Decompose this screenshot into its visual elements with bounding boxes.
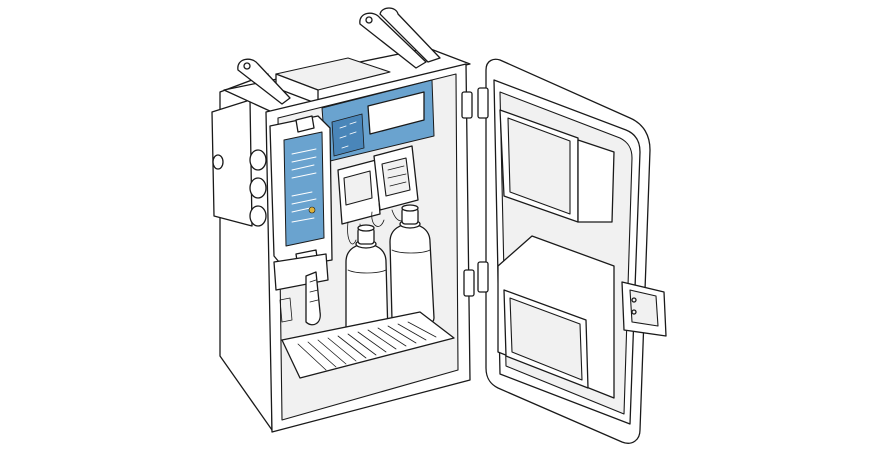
cable-gland-1 [249,149,267,171]
cabinet-left-box [211,99,253,227]
keypad [331,113,365,157]
control-panel [321,79,435,163]
drain-area [279,271,455,379]
drain-tube [305,271,321,326]
analyzer-module [269,115,333,291]
display-screen [367,91,425,135]
module-label [283,131,325,247]
door [477,58,667,444]
reagent-bottle-right [389,204,435,330]
pump-assembly [337,145,419,245]
reagent-bottles [345,204,435,346]
reagent-bottle-left [345,224,389,346]
status-indicator-icon [308,206,316,214]
mount-bracket-right [359,12,427,69]
cable-gland-3 [249,205,267,227]
drain-tray [281,311,455,379]
cable-gland-2 [249,177,267,199]
cable-gland-4 [212,154,224,170]
door-recess-upper [577,139,615,223]
mount-bracket-left [237,58,291,105]
mount-bracket-mid [379,7,441,63]
tray-grill [297,321,437,371]
